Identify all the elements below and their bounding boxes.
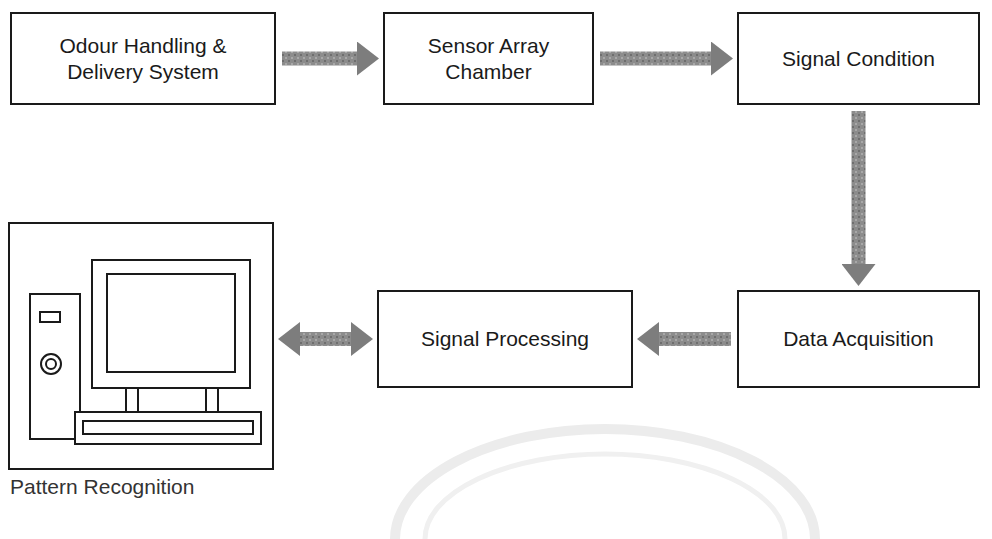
box-label: Odour Handling & Delivery System: [24, 33, 262, 83]
computer-box: Pattern Recognition: [8, 222, 274, 470]
process-box: Signal Processing: [377, 290, 633, 388]
process-box: Data Acquisition: [737, 290, 980, 388]
flow-arrow: [659, 332, 731, 346]
flow-arrow: [852, 111, 866, 264]
process-box: Signal Condition: [737, 12, 980, 105]
box-label: Sensor Array Chamber: [397, 33, 580, 83]
flow-arrow: [600, 52, 711, 66]
process-box: Sensor Array Chamber: [383, 12, 594, 105]
process-box: Odour Handling & Delivery System: [10, 12, 276, 105]
box-label: Signal Condition: [782, 46, 935, 71]
watermark-arc: [425, 454, 785, 539]
watermark-arc: [395, 429, 815, 539]
computer-icon: [10, 224, 272, 468]
box-label: Signal Processing: [421, 326, 589, 351]
flow-arrow: [282, 52, 357, 66]
box-label: Data Acquisition: [783, 326, 934, 351]
flow-arrow: [300, 332, 351, 346]
node-heading: Pattern Recognition: [10, 474, 194, 499]
